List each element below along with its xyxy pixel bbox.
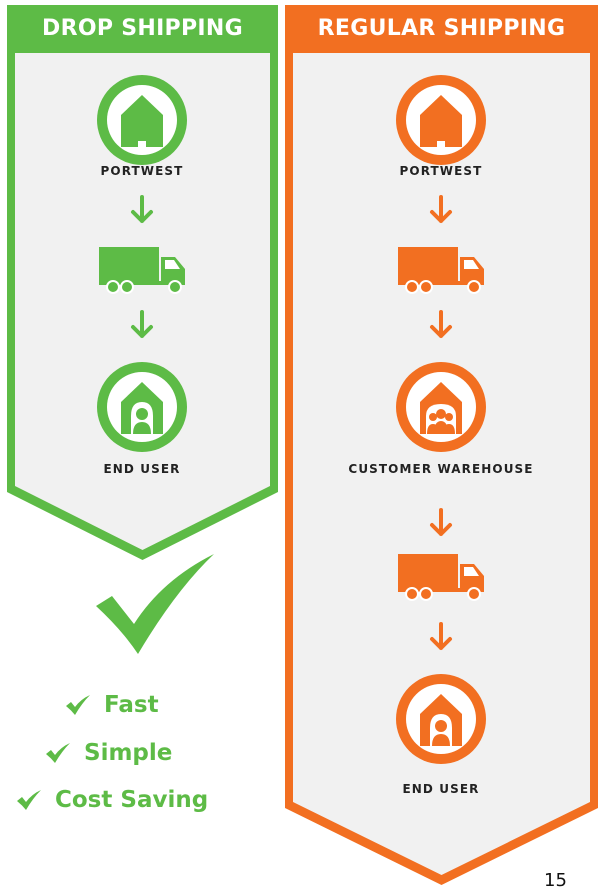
arrow-down-icon xyxy=(430,508,452,536)
regular-shipping-panel xyxy=(293,53,590,875)
arrow-down-icon xyxy=(131,195,153,223)
end-user-label: END USER xyxy=(402,782,480,796)
arrow-down-icon xyxy=(430,195,452,223)
large-checkmark-icon xyxy=(96,554,214,654)
truck-icon xyxy=(398,554,484,601)
benefit-simple: Simple xyxy=(84,740,173,766)
end-user-icon xyxy=(396,674,486,764)
end-user-icon xyxy=(97,362,187,452)
truck-icon xyxy=(99,247,185,294)
arrow-down-icon xyxy=(430,622,452,650)
customer-warehouse-label: CUSTOMER WAREHOUSE xyxy=(348,462,534,476)
regular-shipping-title: REGULAR SHIPPING xyxy=(317,16,566,41)
portwest-label: PORTWEST xyxy=(100,164,184,178)
drop-shipping-panel xyxy=(15,53,270,550)
truck-icon xyxy=(398,247,484,294)
arrow-down-icon xyxy=(131,310,153,338)
drop-shipping-title: DROP SHIPPING xyxy=(42,16,243,41)
checkmark-icon xyxy=(66,695,90,715)
warehouse-icon xyxy=(396,75,486,165)
customer-warehouse-icon xyxy=(396,362,486,452)
benefit-cost-saving: Cost Saving xyxy=(55,787,209,813)
benefit-fast: Fast xyxy=(104,692,159,718)
checkmark-icon xyxy=(46,743,70,763)
warehouse-icon xyxy=(97,75,187,165)
arrow-down-icon xyxy=(430,310,452,338)
checkmark-icon xyxy=(17,790,41,810)
portwest-label: PORTWEST xyxy=(399,164,483,178)
end-user-label: END USER xyxy=(103,462,181,476)
page-number: 15 xyxy=(544,870,567,891)
